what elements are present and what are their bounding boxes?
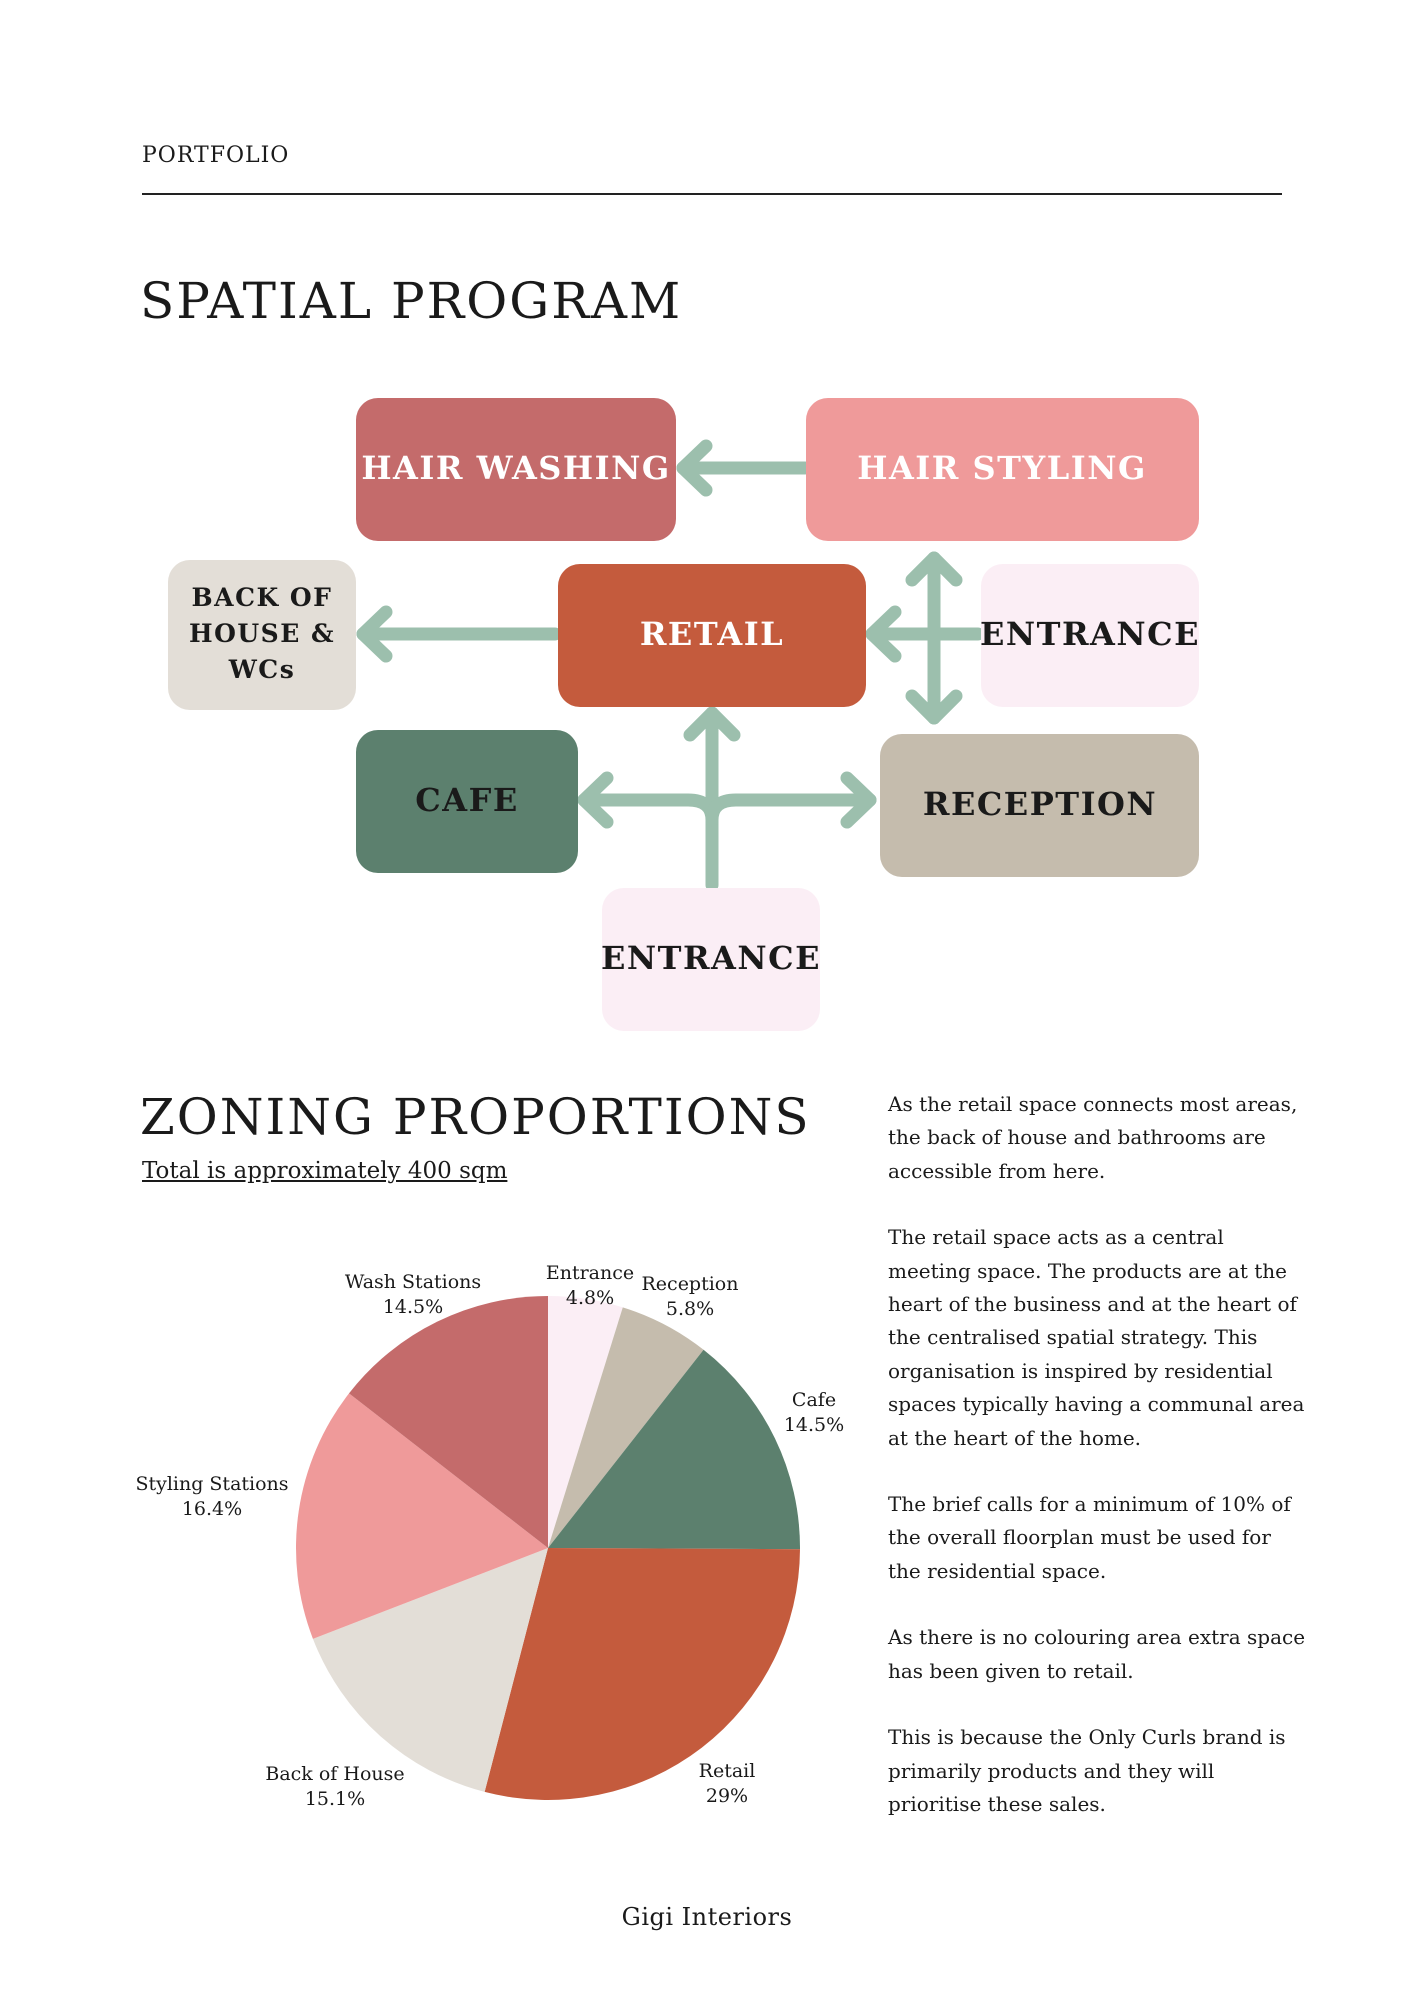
box-hair-styling-bg	[806, 398, 1199, 541]
box-entrance-bottom-label: ENTRANCE	[601, 939, 821, 977]
pie-label-value: 15.1%	[305, 1788, 365, 1810]
description-text: As the retail space connects most areas,…	[888, 1088, 1308, 1854]
pie-label-name: Back of House	[265, 1763, 404, 1785]
box-reception: RECEPTION	[880, 734, 1199, 877]
box-hair-washing-label: HAIR WASHING	[361, 449, 670, 487]
pie-slice-styling-stations	[295, 1393, 548, 1639]
zoning-pie-chart: Entrance 4.8% Reception 5.8% Cafe 14.5% Retail…	[135, 1262, 844, 1810]
box-reception-label: RECEPTION	[923, 785, 1157, 823]
box-back-of-house-label-2: HOUSE &	[189, 619, 335, 648]
pie-slice-retail	[484, 1548, 800, 1800]
header-divider	[142, 193, 1282, 195]
pie-labels: Entrance 4.8% Reception 5.8% Cafe 14.5% Retail…	[135, 1262, 844, 1810]
box-entrance-bottom-bg	[602, 888, 820, 1031]
header-label: PORTFOLIO	[142, 143, 290, 168]
box-hair-washing-bg	[356, 398, 676, 541]
paragraph-3: The brief calls for a minimum of 10% of …	[888, 1492, 1291, 1583]
box-entrance-right-label: ENTRANCE	[980, 615, 1200, 653]
spatial-program-diagram: HAIR WASHING HAIR STYLING BACK OF HOUSE …	[168, 398, 1200, 1031]
pie-slice-wash-stations	[349, 1296, 548, 1548]
paragraph-1: As the retail space connects most areas,…	[888, 1092, 1298, 1183]
paragraph-2: The retail space acts as a central meeti…	[888, 1225, 1305, 1450]
box-back-of-house-bg	[168, 560, 356, 710]
box-cafe: CAFE	[356, 730, 578, 873]
box-back-of-house: BACK OF HOUSE & WCs	[168, 560, 356, 710]
arrowhead	[676, 439, 713, 497]
box-back-of-house-label-3: WCs	[228, 655, 296, 684]
box-hair-styling-label: HAIR STYLING	[857, 449, 1147, 487]
pie-label-name: Cafe	[792, 1389, 836, 1411]
pie-label-name: Wash Stations	[345, 1271, 481, 1293]
pie-label-name: Reception	[642, 1273, 739, 1295]
box-retail-label: RETAIL	[640, 615, 784, 653]
pie-label-name: Retail	[699, 1760, 756, 1782]
box-entrance-bottom: ENTRANCE	[601, 888, 821, 1031]
box-hair-washing: HAIR WASHING	[356, 398, 676, 541]
pie-label-value: 29%	[706, 1785, 748, 1807]
box-reception-bg	[880, 734, 1199, 877]
pie-slice-back-of-house	[312, 1548, 548, 1792]
box-cafe-label: CAFE	[415, 781, 518, 819]
pie-slice-cafe	[548, 1349, 801, 1550]
pie-label-value: 5.8%	[666, 1298, 714, 1320]
box-entrance-right-bg	[981, 564, 1199, 707]
pie-slice-reception	[548, 1307, 704, 1548]
arrowhead	[356, 605, 393, 663]
pie-label-value: 4.8%	[566, 1287, 614, 1309]
box-back-of-house-label-1: BACK OF	[192, 583, 333, 612]
pie-label-value: 14.5%	[383, 1296, 443, 1318]
box-retail: RETAIL	[558, 564, 866, 707]
arrowhead	[905, 551, 963, 587]
pie-slices	[295, 1296, 801, 1800]
paragraph-4: As there is no colouring area extra spac…	[888, 1625, 1306, 1683]
spatial-program-title: SPATIAL PROGRAM	[140, 272, 683, 330]
paragraph-5: This is because the Only Curls brand is …	[888, 1725, 1286, 1816]
arrowhead	[840, 771, 877, 829]
arrow-entrance-to-reception	[705, 793, 877, 827]
pie-label-value: 14.5%	[784, 1414, 844, 1436]
box-cafe-bg	[356, 730, 578, 873]
pie-slice-entrance	[548, 1296, 623, 1548]
arrowhead	[577, 771, 614, 829]
box-hair-styling: HAIR STYLING	[806, 398, 1199, 541]
zoning-subtitle: Total is approximately 400 sqm	[142, 1158, 508, 1184]
zoning-proportions-title: ZONING PROPORTIONS	[140, 1088, 811, 1146]
arrowhead	[905, 689, 963, 725]
pie-label-name: Styling Stations	[135, 1473, 288, 1495]
box-retail-bg	[558, 564, 866, 707]
footer-brand: Gigi Interiors	[621, 1903, 793, 1931]
arrowhead	[683, 706, 741, 742]
pie-label-name: Entrance	[546, 1262, 634, 1284]
diagram-arrows	[356, 439, 985, 892]
arrowhead	[865, 605, 902, 663]
pie-label-value: 16.4%	[182, 1498, 242, 1520]
box-entrance-right: ENTRANCE	[980, 564, 1200, 707]
